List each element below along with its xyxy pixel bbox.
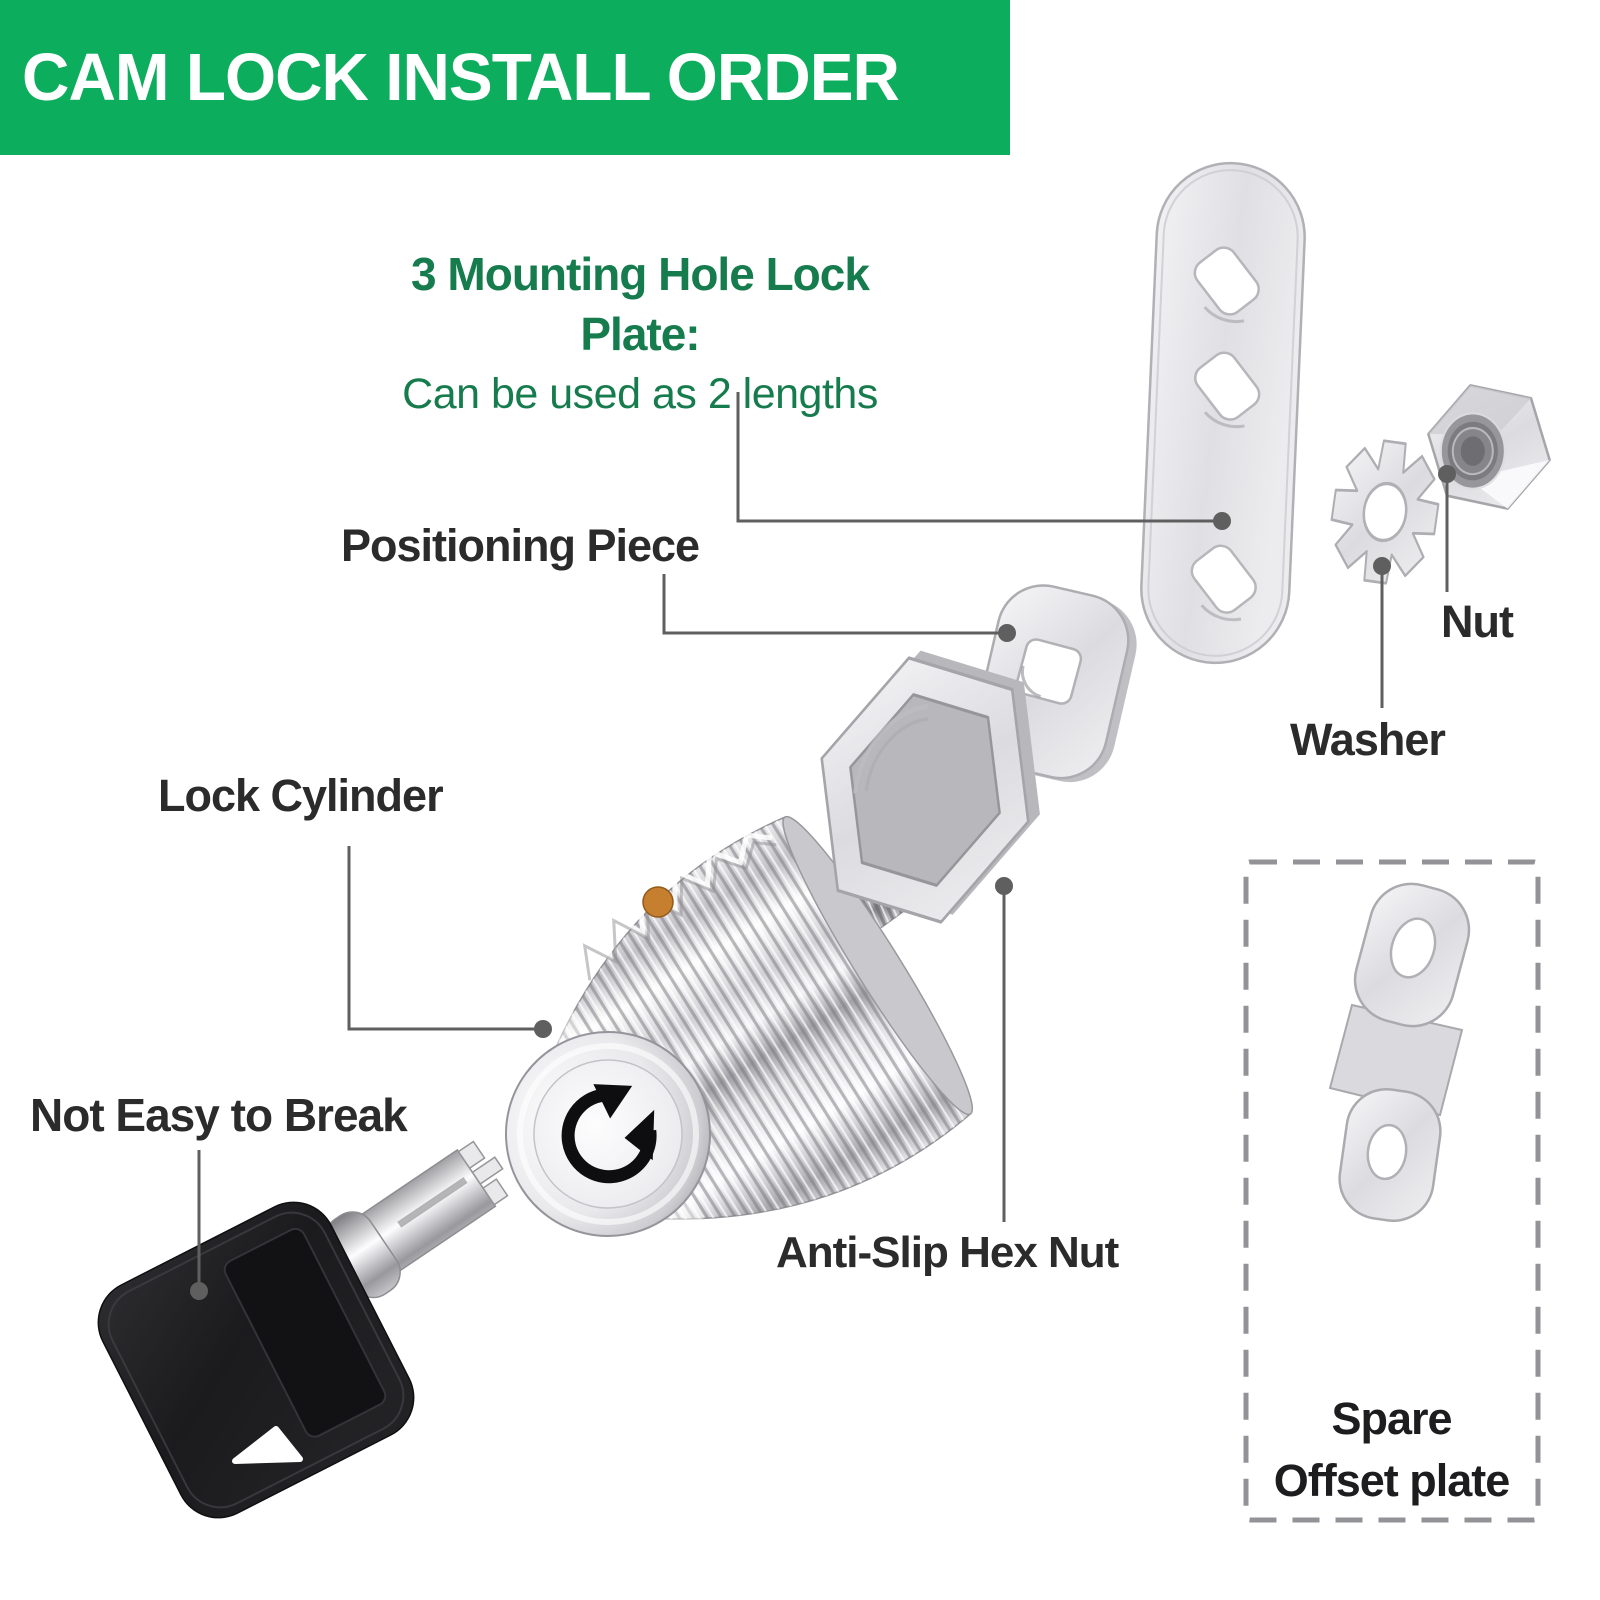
leader-line-positioning-piece (662, 574, 999, 635)
leader-dot-washer (1373, 557, 1391, 575)
spare-offset-plate-image (1328, 882, 1471, 1222)
lock-cylinder-image (505, 815, 974, 1238)
anti-slip-hex-nut-image (820, 650, 1040, 924)
leader-dot-not-easy-to-break (190, 1282, 208, 1300)
star-washer-image (1330, 439, 1440, 585)
cylinder-orange-dot (642, 886, 674, 918)
label-nut: Nut (1441, 596, 1514, 647)
leader-dot-nut (1438, 465, 1456, 483)
leader-dot-positioning-piece (998, 624, 1016, 642)
lock-plate-note-line2: Can be used as 2 lengths (402, 370, 878, 418)
spare-box-dashed-border (1243, 859, 1541, 1523)
three-hole-lock-plate-image (1140, 161, 1306, 665)
page-title: CAM LOCK INSTALL ORDER (22, 40, 900, 115)
label-anti-slip-hex-nut: Anti-Slip Hex Nut (776, 1228, 1119, 1277)
label-not-easy-to-break: Not Easy to Break (30, 1089, 408, 1141)
leader-line-plate-note (736, 392, 1214, 523)
spare-box-caption-line2: Offset plate (1273, 1455, 1511, 1506)
spare-box-caption-line1: Spare (1331, 1393, 1452, 1444)
leader-line-lock-cylinder (347, 846, 535, 1031)
title-banner: CAM LOCK INSTALL ORDER (0, 0, 1010, 155)
label-positioning-piece: Positioning Piece (341, 520, 700, 571)
leader-dot-plate-note (1213, 512, 1231, 530)
key-triangle-hole (232, 1426, 303, 1464)
lock-plate-note-line1: 3 Mounting Hole Lock Plate: (411, 248, 870, 360)
label-washer: Washer (1290, 714, 1446, 765)
spare-box-caption: Spare Offset plate (1245, 1388, 1538, 1512)
leader-dot-lock-cylinder (534, 1020, 552, 1038)
label-lock-cylinder: Lock Cylinder (158, 770, 444, 821)
lock-plate-note: 3 Mounting Hole Lock Plate: Can be used … (388, 244, 892, 424)
nut-image (1427, 384, 1551, 510)
key-head-image (97, 1201, 415, 1519)
key-image (97, 1140, 509, 1519)
leader-dot-anti-slip-hex-nut (995, 877, 1013, 895)
